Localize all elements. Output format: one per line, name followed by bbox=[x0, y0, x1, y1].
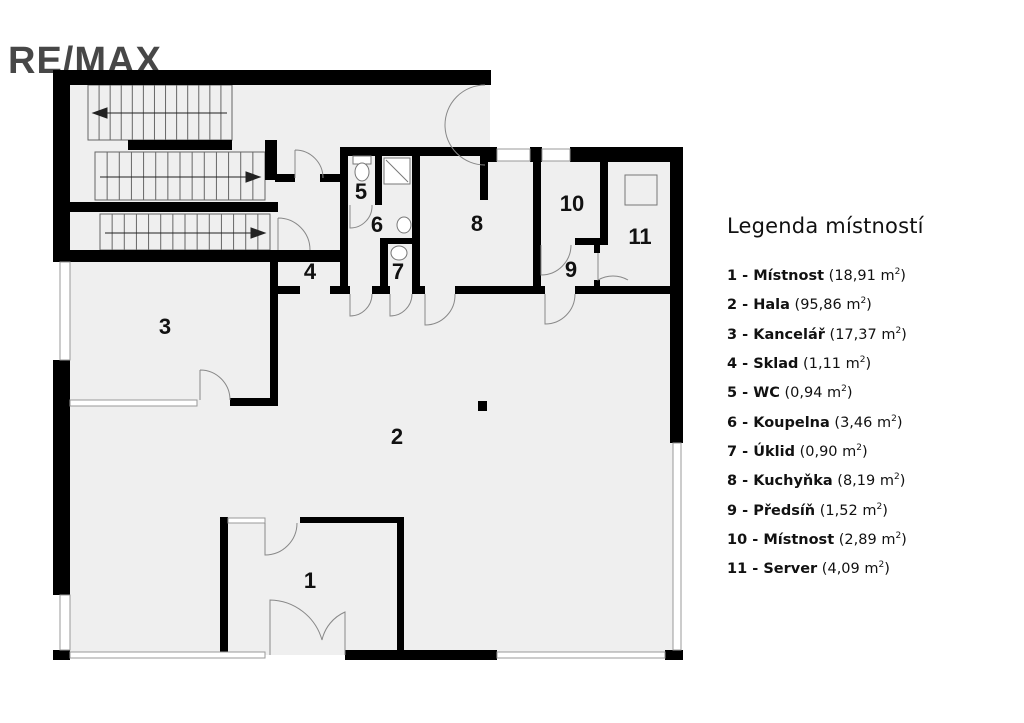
legend-item-unit: m bbox=[879, 473, 894, 490]
legend-item-name: Server bbox=[763, 561, 818, 578]
legend-item-name: Místnost bbox=[753, 267, 825, 284]
room-label-10: 10 bbox=[560, 191, 584, 216]
legend-item: 9 - Předsíň (1,52 m2) bbox=[727, 501, 888, 519]
legend-item-area: 17,37 bbox=[835, 326, 877, 343]
legend-item: 10 - Místnost (2,89 m2) bbox=[727, 530, 907, 548]
legend-item-number: 4 bbox=[727, 355, 738, 372]
stair-arrow-icon bbox=[91, 107, 227, 119]
legend-item-unit: m bbox=[881, 531, 896, 548]
stair-arrow-icon bbox=[105, 227, 267, 239]
fixtures bbox=[352, 155, 658, 261]
legend-item-number: 2 bbox=[727, 297, 738, 314]
room-label-8: 8 bbox=[471, 211, 483, 236]
legend-item-area: 0,90 bbox=[805, 443, 838, 460]
legend-item-number: 5 bbox=[727, 385, 738, 402]
room-label-9: 9 bbox=[565, 257, 577, 282]
legend-item-name: Kuchyňka bbox=[753, 473, 833, 490]
room-label-4: 4 bbox=[304, 259, 317, 284]
legend-item-area: 4,09 bbox=[827, 561, 860, 578]
stairs bbox=[87, 84, 271, 251]
windows bbox=[59, 148, 682, 659]
legend-item-area: 1,11 bbox=[808, 355, 842, 372]
room-label-2: 2 bbox=[391, 424, 403, 449]
legend-item-name: Sklad bbox=[753, 355, 799, 372]
legend-item-unit: m bbox=[862, 502, 877, 519]
legend-item-name: Hala bbox=[753, 297, 790, 314]
legend-item-number: 6 bbox=[727, 414, 738, 431]
walls bbox=[53, 70, 683, 660]
legend-item-unit: m bbox=[846, 297, 861, 314]
room-label-3: 3 bbox=[159, 314, 171, 339]
legend-item-unit: m bbox=[827, 385, 842, 402]
room-legend: Legenda místností 1 - Místnost (18,91 m2… bbox=[727, 214, 924, 583]
room-label-7: 7 bbox=[392, 259, 404, 284]
room-label-5: 5 bbox=[355, 179, 367, 204]
legend-item-number: 8 bbox=[727, 473, 738, 490]
legend-item-area: 95,86 bbox=[800, 297, 842, 314]
legend-item-number: 11 bbox=[727, 561, 748, 578]
legend-item: 8 - Kuchyňka (8,19 m2) bbox=[727, 472, 906, 490]
legend-item: 1 - Místnost (18,91 m2) bbox=[727, 267, 906, 284]
legend-title: Legenda místností bbox=[727, 214, 924, 238]
legend-item-number: 7 bbox=[727, 443, 738, 460]
doors bbox=[199, 84, 629, 655]
floor-fill bbox=[60, 80, 678, 655]
legend-item-area: 1,52 bbox=[825, 502, 858, 519]
legend-item-unit: m bbox=[864, 561, 879, 578]
legend-item-name: Předsíň bbox=[753, 502, 816, 519]
legend-item-name: Místnost bbox=[763, 531, 835, 548]
room-label-11: 11 bbox=[628, 224, 651, 249]
legend-item: 5 - WC (0,94 m2) bbox=[727, 384, 853, 402]
legend-item-area: 18,91 bbox=[834, 267, 876, 284]
legend-item-name: Koupelna bbox=[753, 414, 830, 431]
legend-item: 11 - Server (4,09 m2) bbox=[727, 560, 890, 578]
legend-item-number: 10 bbox=[727, 531, 748, 548]
legend-item-area: 2,89 bbox=[844, 531, 877, 548]
legend-item-name: Kancelář bbox=[753, 326, 825, 343]
legend-item-unit: m bbox=[876, 414, 892, 431]
legend-item: 6 - Koupelna (3,46 m2) bbox=[727, 413, 903, 431]
legend-item-number: 9 bbox=[727, 502, 738, 519]
legend-item-number: 3 bbox=[727, 326, 738, 343]
legend-item-unit: m bbox=[881, 326, 896, 343]
legend-item-area: 3,46 bbox=[840, 414, 873, 431]
legend-item-unit: m bbox=[842, 443, 857, 460]
legend-item-area: 8,19 bbox=[842, 473, 876, 490]
room-labels: 1 2 3 4 5 6 7 8 9 10 11 bbox=[159, 179, 652, 593]
legend-item-area: 0,94 bbox=[790, 385, 823, 402]
legend-item: 4 - Sklad (1,11 m2) bbox=[727, 354, 872, 372]
legend-item: 3 - Kancelář (17,37 m2) bbox=[727, 325, 907, 343]
legend-item-name: Úklid bbox=[753, 443, 795, 460]
legend-item-unit: m bbox=[845, 355, 860, 372]
legend-item-number: 1 bbox=[727, 267, 738, 284]
legend-item-name: WC bbox=[753, 385, 780, 402]
legend-item: 7 - Úklid (0,90 m2) bbox=[727, 442, 868, 460]
room-label-1: 1 bbox=[304, 568, 316, 593]
stair-arrow-icon bbox=[100, 171, 262, 183]
legend-item: 2 - Hala (95,86 m2) bbox=[727, 296, 872, 314]
room-label-6: 6 bbox=[371, 212, 383, 237]
legend-item-unit: m bbox=[880, 267, 895, 284]
